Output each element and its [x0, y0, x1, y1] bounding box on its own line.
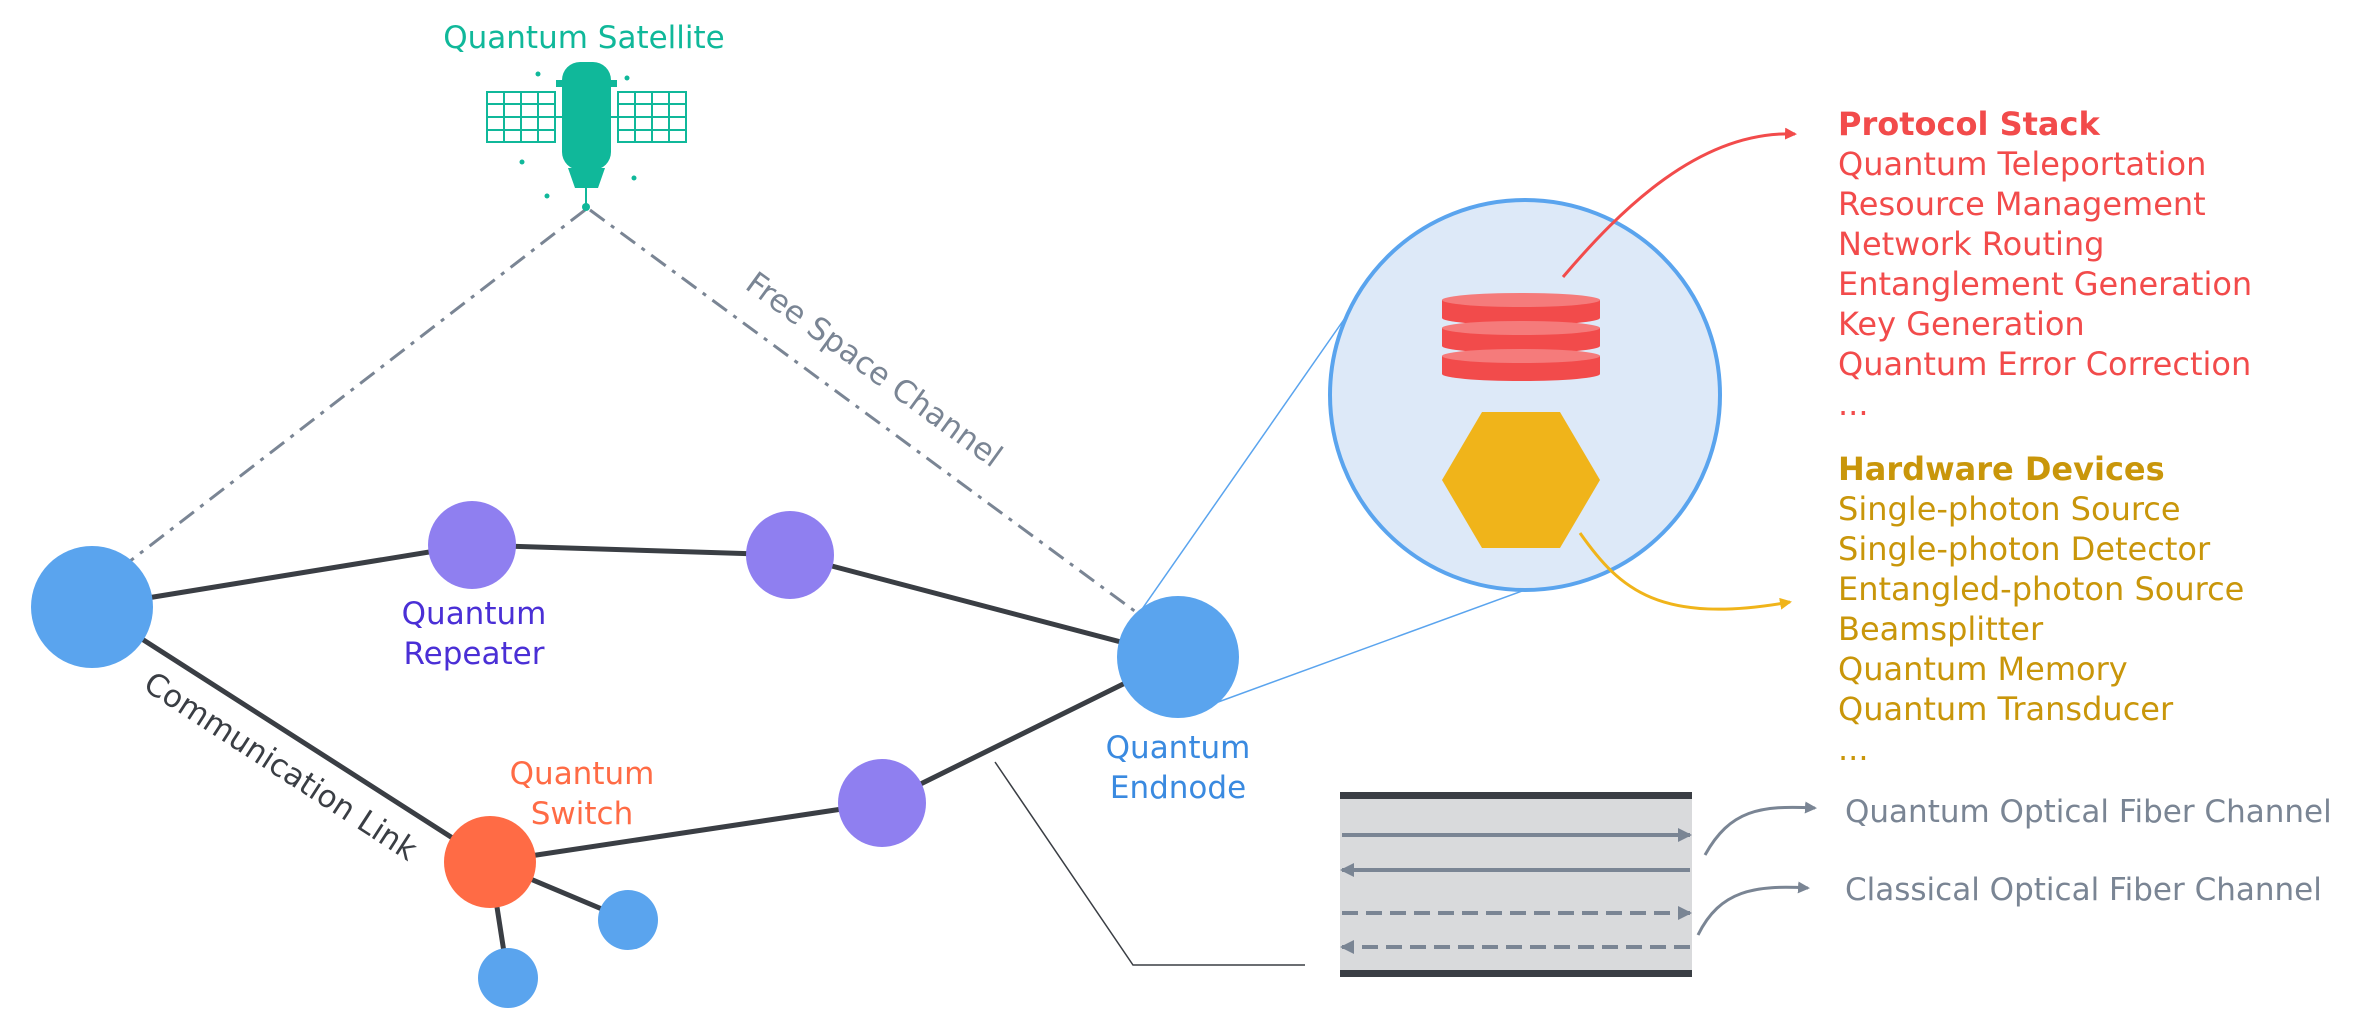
- hardware-item: Beamsplitter: [1838, 610, 2044, 648]
- hardware-arrow: [1578, 532, 1792, 611]
- protocol-stack-title: Protocol Stack: [1838, 105, 2100, 143]
- link-repeater2-endnode: [787, 552, 1181, 660]
- hardware-item: Entangled-photon Source: [1838, 570, 2244, 608]
- free-space-link-left: [124, 208, 586, 567]
- repeater-label-line2: Repeater: [404, 636, 545, 672]
- hardware-devices-title: Hardware Devices: [1838, 450, 2165, 488]
- hardware-item: Single-photon Source: [1838, 490, 2181, 528]
- protocol-item: Network Routing: [1838, 225, 2104, 263]
- satellite-icon: [486, 62, 687, 211]
- link-endnode-switch: [89, 604, 493, 865]
- protocol-item: Resource Management: [1838, 185, 2206, 223]
- protocol-stack-icon: [1442, 293, 1600, 381]
- endnode-zoom-view: [1328, 127, 1797, 611]
- communication-link-label: Communication Link: [137, 665, 423, 868]
- hardware-item: ...: [1838, 730, 1869, 768]
- protocol-item: Entanglement Generation: [1838, 265, 2252, 303]
- endnode-label-line2: Endnode: [1110, 770, 1246, 806]
- quantum-fiber-arrow: [1703, 801, 1817, 856]
- endnode-left[interactable]: [31, 546, 153, 668]
- zoom-line-bottom: [1209, 589, 1526, 706]
- zoom-circle: [1328, 198, 1722, 592]
- endnode-label-line1: Quantum: [1106, 730, 1251, 766]
- hardware-devices-icon: [1442, 412, 1600, 548]
- free-space-channels: [124, 208, 1141, 617]
- switch-node[interactable]: [444, 816, 536, 908]
- protocol-item: Quantum Error Correction: [1838, 345, 2251, 383]
- repeater-node-1[interactable]: [428, 501, 516, 589]
- protocol-stack-list: Protocol Stack Quantum Teleportation Res…: [1838, 105, 2252, 423]
- satellite-label: Quantum Satellite: [443, 20, 725, 56]
- hardware-item: Single-photon Detector: [1838, 530, 2211, 568]
- classical-fiber-arrow: [1696, 881, 1810, 936]
- link-endnode-repeater1: [89, 542, 475, 610]
- leaf-node-1[interactable]: [598, 890, 658, 950]
- fiber-cable-view: [1340, 792, 1817, 977]
- repeater-label-line1: Quantum: [402, 596, 547, 632]
- hardware-devices-list: Hardware Devices Single-photon Source Si…: [1838, 450, 2244, 768]
- protocol-item: ...: [1838, 385, 1869, 423]
- hardware-item: Quantum Memory: [1838, 650, 2128, 688]
- switch-label-line1: Quantum: [510, 756, 655, 792]
- protocol-item: Key Generation: [1838, 305, 2085, 343]
- classical-fiber-label: Classical Optical Fiber Channel: [1845, 872, 2322, 908]
- leaf-node-2[interactable]: [478, 948, 538, 1008]
- quantum-fiber-label: Quantum Optical Fiber Channel: [1845, 794, 2332, 830]
- zoom-line-top: [1139, 317, 1346, 613]
- fiber-cable: [1340, 792, 1692, 977]
- network-nodes: [31, 501, 1239, 1008]
- link-repeater1-repeater2: [469, 542, 793, 558]
- repeater-node-2[interactable]: [746, 511, 834, 599]
- switch-label-line2: Switch: [531, 796, 634, 832]
- repeater-node-3[interactable]: [838, 759, 926, 847]
- free-space-label: Free Space Channel: [739, 265, 1009, 475]
- protocol-item: Quantum Teleportation: [1838, 145, 2206, 183]
- protocol-arrow: [1561, 127, 1797, 278]
- free-space-link-right: [589, 208, 1141, 617]
- communication-links: [89, 542, 1181, 981]
- hardware-item: Quantum Transducer: [1838, 690, 2174, 728]
- endnode-right[interactable]: [1117, 596, 1239, 718]
- fiber-callout-line: [994, 761, 1305, 966]
- zoom-callout-lines: [1139, 317, 1526, 706]
- link-switch-repeater3: [487, 800, 885, 865]
